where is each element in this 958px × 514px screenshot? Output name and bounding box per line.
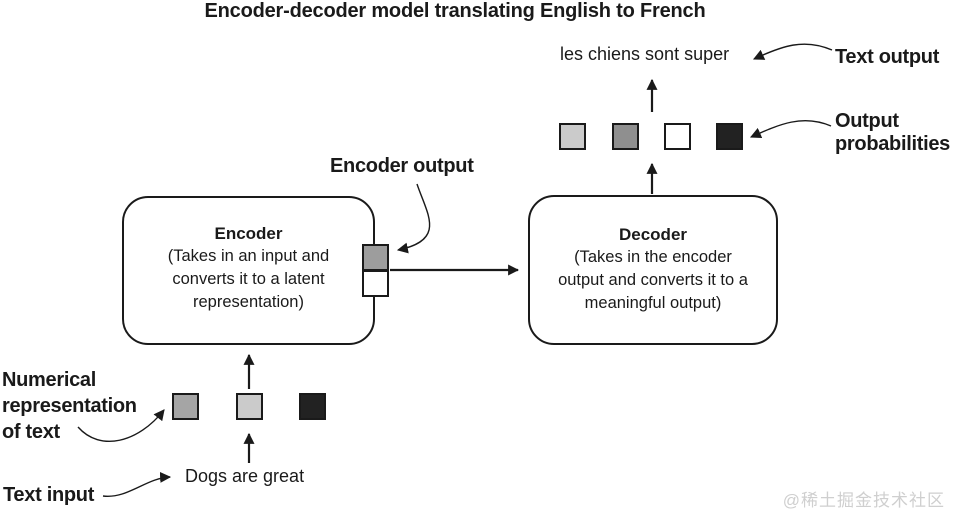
encoder-box-line2: converts it to a latent — [172, 270, 325, 288]
output-probabilities-label-line2: probabilities — [835, 133, 951, 155]
output-probability-square-3 — [664, 123, 691, 150]
input-token-square-2 — [236, 393, 263, 420]
output-probability-square-2 — [612, 123, 639, 150]
encoder-box-line1: (Takes in an input and — [167, 247, 330, 265]
encoder-box: Encoder (Takes in an input and converts … — [122, 196, 375, 345]
encoder-box-title: Encoder — [214, 224, 283, 243]
output-probabilities-label: Output probabilities — [835, 110, 950, 156]
watermark: @稀土掘金技术社区 — [782, 491, 945, 510]
encoder-output-square-top — [362, 244, 389, 271]
input-text: Dogs are great — [185, 466, 305, 486]
page-title: Encoder-decoder model translating Englis… — [204, 0, 706, 22]
input-token-square-1 — [172, 393, 199, 420]
translated-output-text: les chiens sont super — [560, 44, 730, 64]
numerical-representation-label-line2: representation — [2, 395, 137, 417]
arrow-text-output-annotation — [753, 43, 833, 60]
numerical-representation-label-line1: Numerical — [2, 369, 97, 391]
text-input-label: Text input — [3, 484, 95, 506]
output-probabilities-label-line1: Output — [835, 110, 899, 132]
encoder-output-label: Encoder output — [330, 155, 474, 177]
output-probability-square-4 — [716, 123, 743, 150]
decoder-box-line3: meaningful output) — [584, 294, 722, 312]
text-output-label: Text output — [835, 46, 940, 68]
arrow-encoder-output-annotation — [396, 183, 431, 254]
arrow-text-input-annotation — [102, 471, 172, 497]
decoder-box-line2: output and converts it to a — [558, 271, 748, 289]
decoder-box-title: Decoder — [618, 225, 688, 244]
numerical-representation-label: Numerical representation of text — [2, 367, 137, 445]
encoder-box-line3: representation) — [193, 293, 304, 311]
decoder-box: Decoder (Takes in the encoder output and… — [528, 195, 778, 345]
numerical-representation-label-line3: of text — [2, 421, 60, 443]
arrow-output-probabilities-annotation — [749, 119, 832, 138]
decoder-box-line1: (Takes in the encoder — [574, 248, 732, 266]
output-probability-square-1 — [559, 123, 586, 150]
input-token-square-3 — [299, 393, 326, 420]
encoder-output-square-bottom — [362, 270, 389, 297]
